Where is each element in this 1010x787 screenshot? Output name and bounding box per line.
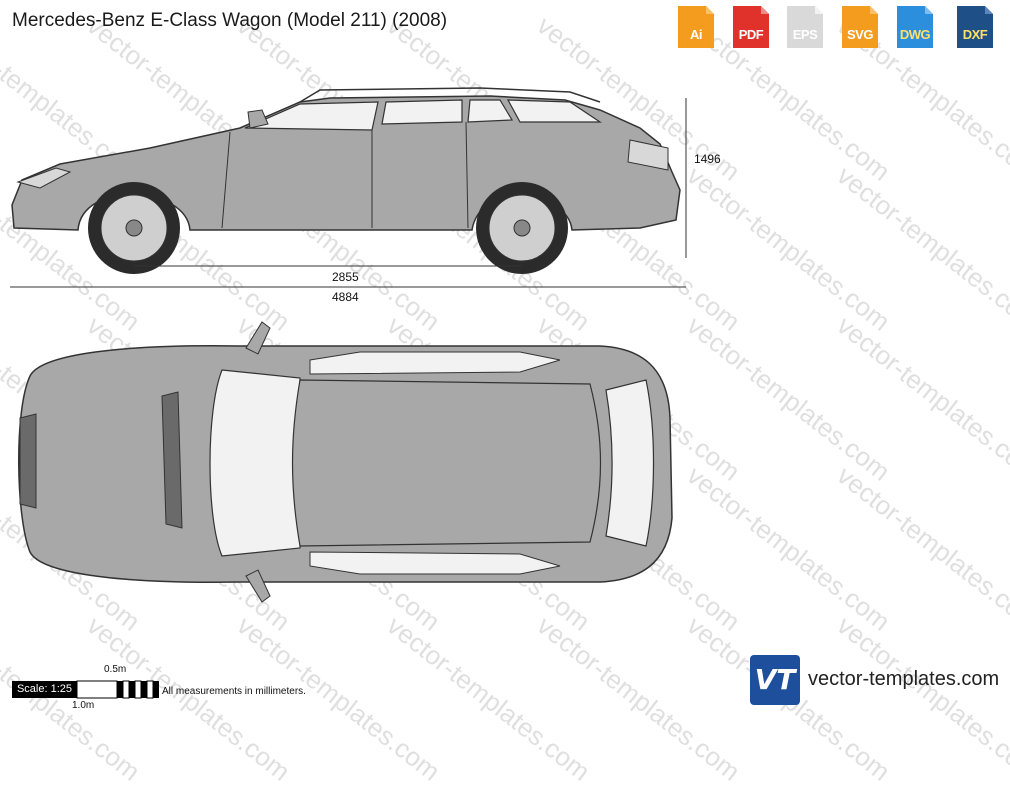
watermark-text: vector-templates.com	[681, 310, 896, 487]
length-value: 4884	[332, 290, 359, 304]
scale-bar	[76, 680, 159, 699]
pdf-file-icon[interactable]: PDF	[731, 4, 771, 50]
svg-file-icon[interactable]: SVG	[840, 4, 880, 50]
rear-window-top	[605, 379, 655, 547]
watermark-text: vector-templates.com	[831, 310, 1010, 487]
side-glass-upper	[309, 351, 561, 375]
watermark-text: vector-templates.com	[381, 610, 596, 787]
grille-top	[19, 413, 37, 509]
headlight	[16, 167, 72, 189]
site-link[interactable]: vector-templates.com	[808, 668, 1000, 690]
dxf-file-icon[interactable]: DXF	[955, 4, 995, 50]
mirror-top-lower	[245, 569, 271, 603]
side-view-drawing	[10, 87, 687, 288]
rear-wheel	[476, 182, 568, 274]
vt-logo[interactable]: VT	[750, 655, 800, 705]
format-label: DXF	[962, 27, 988, 42]
measurement-note: All measurements in millimeters.	[162, 686, 306, 697]
format-label: PDF	[738, 27, 764, 42]
height-value: 1496	[694, 152, 721, 166]
taillight	[627, 139, 669, 171]
eps-file-icon[interactable]: EPS	[785, 4, 825, 50]
rear-door-window	[467, 99, 514, 123]
fender-seam	[221, 131, 231, 229]
half-meter-label: 0.5m	[104, 664, 127, 675]
roof-rail	[299, 87, 601, 103]
one-meter-label: 1.0m	[72, 700, 95, 711]
hood-vent	[161, 391, 183, 529]
side-glass-lower	[309, 551, 561, 575]
dwg-file-icon[interactable]: DWG	[895, 4, 935, 50]
front-wheel	[88, 182, 180, 274]
watermark-text: vector-templates.com	[831, 610, 1010, 787]
wheelbase-value: 2855	[332, 270, 359, 284]
format-label: Ai	[690, 27, 703, 42]
watermark-text: vector-templates.com	[231, 610, 446, 787]
roof-panel	[291, 379, 602, 547]
watermark-text: vector-templates.com	[531, 610, 746, 787]
top-view-drawing	[18, 321, 673, 603]
watermark-text: vector-templates.com	[681, 460, 896, 637]
rear-quarter-window	[506, 99, 602, 123]
page-title: Mercedes-Benz E-Class Wagon (Model 211) …	[12, 10, 448, 31]
ai-file-icon[interactable]: Ai	[676, 4, 716, 50]
door-seam-rear	[465, 121, 469, 229]
front-door-window	[381, 99, 463, 125]
side-mirror	[247, 109, 269, 129]
format-label: DWG	[899, 27, 931, 42]
watermark-text: vector-templates.com	[831, 460, 1010, 637]
windshield-top	[209, 369, 301, 557]
watermark-text: vector-templates.com	[831, 160, 1010, 337]
format-label: EPS	[792, 27, 818, 42]
scale-label: Scale: 1:25	[12, 681, 77, 698]
windshield-side	[244, 101, 379, 131]
mirror-top-upper	[245, 321, 271, 355]
format-label: SVG	[847, 27, 873, 42]
